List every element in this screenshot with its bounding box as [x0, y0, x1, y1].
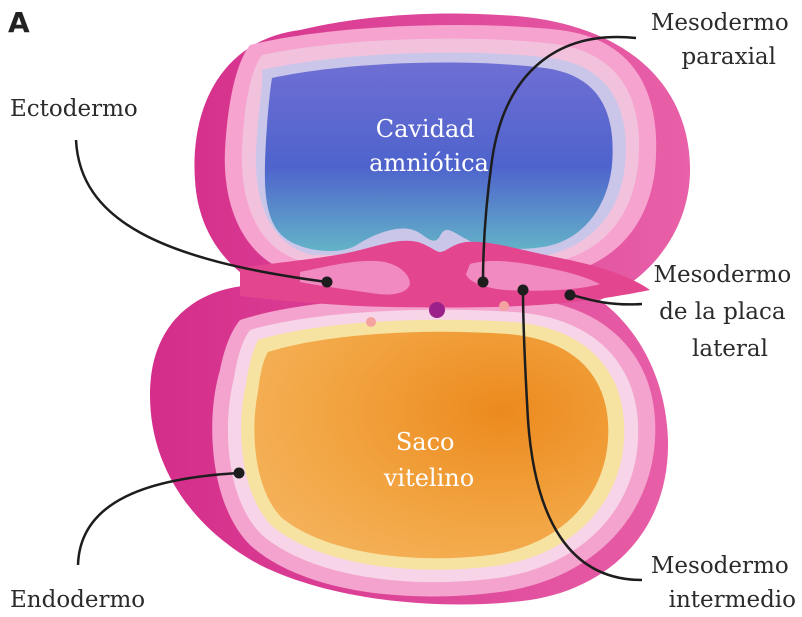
- label-mesodermo-paraxial: Mesodermo paraxial: [651, 10, 796, 70]
- leader-endodermo: [76, 471, 240, 566]
- pointer-endodermo: [233, 467, 245, 479]
- placa-lateral-line-3: lateral: [692, 336, 768, 362]
- intermedio-line-1: Mesodermo: [651, 553, 789, 579]
- yolk-sac: [254, 331, 609, 559]
- leader-lines: [74, 35, 643, 582]
- label-ectodermo: Ectodermo: [10, 96, 138, 122]
- amniotic-label-line-2: amniótica: [369, 149, 489, 177]
- placa-lateral-line-1: Mesodermo: [653, 262, 791, 288]
- amniotic-label-line-1: Cavidad: [376, 115, 475, 143]
- pointer-paraxial: [477, 276, 489, 288]
- leader-paraxial: [481, 35, 637, 283]
- pointer-ectodermo: [321, 276, 333, 288]
- paraxial-line-1: Mesodermo: [651, 10, 789, 36]
- pointer-intermedio: [517, 284, 529, 296]
- panel-letter: A: [8, 6, 30, 39]
- yolk-label-line-2: vitelino: [383, 464, 474, 492]
- pointer-placa-lateral: [564, 289, 576, 301]
- leader-ectodermo: [74, 139, 328, 284]
- yolk-sac-label: Saco vitelino: [383, 428, 474, 492]
- leader-intermedio: [521, 289, 643, 582]
- label-mesodermo-placa-lateral: Mesodermo de la placa lateral: [653, 262, 798, 362]
- amniotic-cavity-label: Cavidad amniótica: [369, 115, 489, 177]
- placa-lateral-line-2: de la placa: [659, 299, 786, 325]
- amniotic-cavity: [264, 62, 613, 252]
- label-endodermo: Endodermo: [10, 587, 145, 613]
- yolk-label-line-1: Saco: [396, 428, 455, 456]
- leader-placa-lateral: [571, 293, 643, 306]
- paraxial-line-2: paraxial: [681, 44, 776, 70]
- intermedio-line-2: intermedio: [669, 587, 796, 613]
- label-mesodermo-intermedio: Mesodermo intermedio: [651, 553, 796, 613]
